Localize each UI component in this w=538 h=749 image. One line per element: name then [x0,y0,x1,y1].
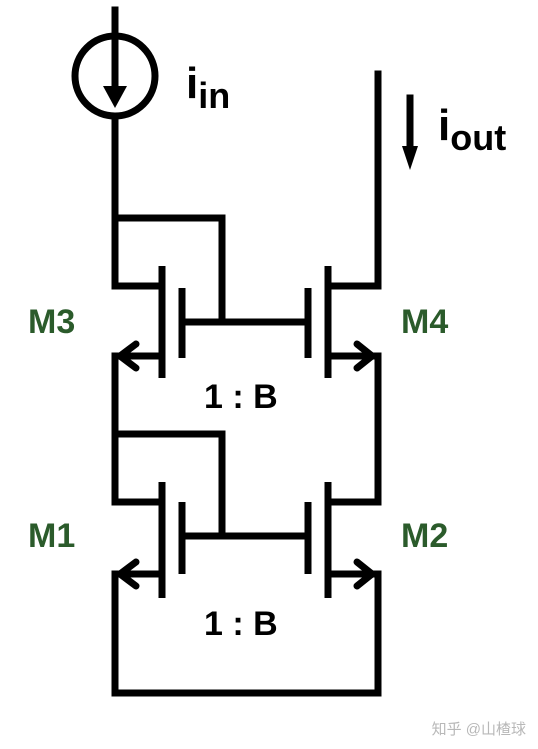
iin-label: iin [186,59,231,116]
m2-source-arrow-icon [353,558,376,590]
m2-label: M2 [401,517,449,555]
m4-label: M4 [401,303,449,341]
m4-drain-lead [324,70,382,290]
iout-arrow-head [402,146,418,170]
ratio-top-label: 1 : B [204,378,278,416]
m3-diode-connection [111,214,226,326]
m4-source-arrow-icon [353,340,376,372]
m1-label: M1 [28,517,76,555]
iout-label: iout [438,101,507,158]
m1-source-arrow-icon [116,558,140,590]
ground-return-wire [111,570,382,697]
current-source-arrow-head [103,86,127,108]
m3-source-arrow-icon [116,340,140,372]
m1-diode-connection [111,430,226,540]
watermark: 知乎 @山楂球 [431,721,526,738]
m3-label: M3 [28,303,76,341]
ratio-bottom-label: 1 : B [204,605,278,643]
